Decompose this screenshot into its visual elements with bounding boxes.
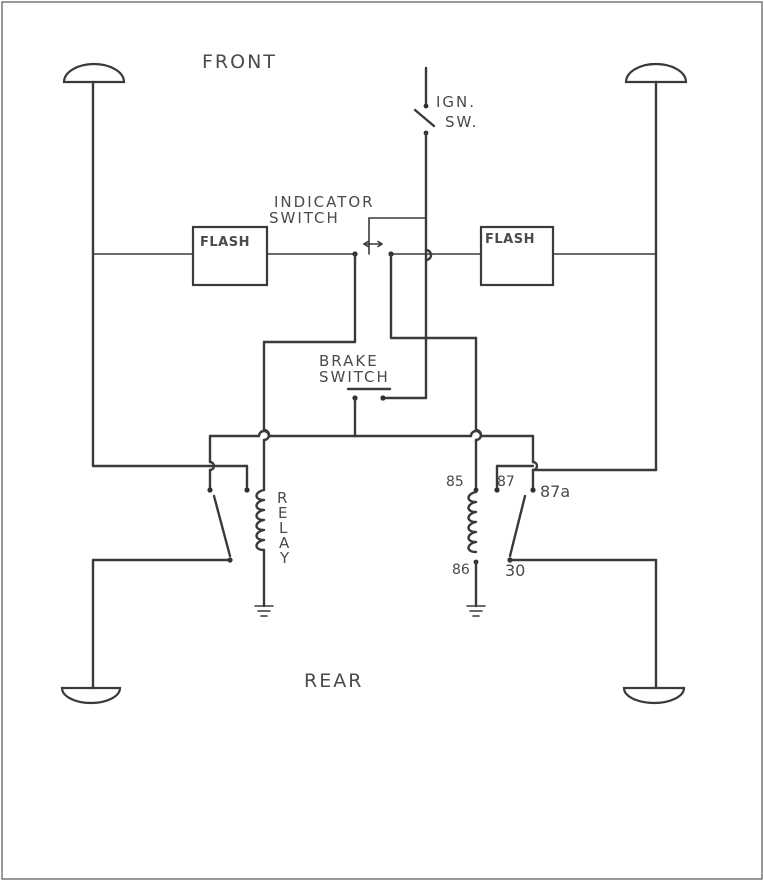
pin-30-label: 30 — [505, 561, 525, 580]
pin-87-label: 87 — [497, 474, 515, 490]
flash-unit-right — [479, 225, 555, 287]
relay-letter-y: Y — [279, 549, 290, 567]
indicator-label-line2: SWITCH — [269, 209, 340, 227]
flash-unit-left — [191, 225, 269, 287]
flash-left-label: FLASH — [200, 235, 250, 250]
front-right-circuit — [531, 80, 658, 472]
relay-letter-l: L — [279, 519, 288, 537]
brake-switch — [346, 338, 428, 438]
front-left-circuit — [91, 80, 212, 468]
wire-crossover-hop — [424, 248, 433, 262]
left-relay — [91, 460, 274, 690]
relay-letter-a: A — [279, 534, 290, 552]
ignition-switch — [413, 66, 436, 342]
indicator-left-output — [262, 252, 357, 492]
rear-right-lamp — [622, 686, 686, 705]
pin-85-label: 85 — [446, 474, 464, 490]
rear-label: REAR — [304, 670, 363, 692]
brake-label-line2: SWITCH — [319, 368, 390, 386]
front-label: FRONT — [202, 51, 277, 73]
relay-label: R E L A Y — [277, 489, 290, 567]
ign-label-line1: IGN. — [436, 93, 476, 111]
indicator-right-output — [389, 252, 483, 492]
relay-letter-r: R — [277, 489, 287, 507]
flash-right-label: FLASH — [485, 232, 535, 247]
front-left-lamp — [62, 62, 126, 84]
pin-87a-label: 87a — [540, 482, 570, 501]
indicator-switch — [352, 240, 394, 257]
indicator-label-line1: INDICATOR — [274, 193, 375, 211]
ign-label-line2: SW. — [445, 113, 478, 131]
front-right-lamp — [624, 62, 688, 84]
pin-86-label: 86 — [452, 562, 470, 578]
brake-bus — [208, 429, 535, 464]
brake-label-line1: BRAKE — [319, 352, 379, 370]
rear-left-lamp — [60, 686, 122, 705]
right-relay — [466, 460, 658, 690]
relay-letter-e: E — [278, 504, 287, 522]
